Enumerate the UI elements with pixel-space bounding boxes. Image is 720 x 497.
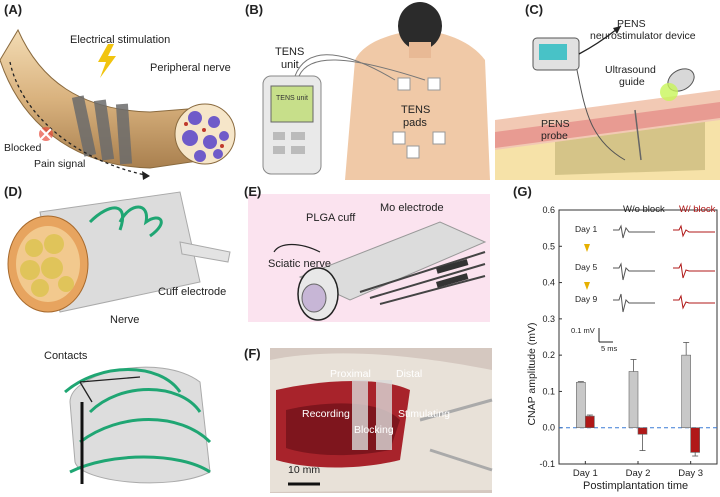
lightning-icon xyxy=(98,44,116,78)
label-proximal: Proximal xyxy=(330,368,371,380)
nerve-illustration xyxy=(0,28,236,180)
trace-wo-day9 xyxy=(613,293,655,313)
panel-label-d: (D) xyxy=(4,184,23,199)
trace-label-day9: Day 9 xyxy=(575,294,598,304)
panel-label-c: (C) xyxy=(525,2,544,17)
panel-d: (D) Cuff electrode Nerve Contacts xyxy=(0,182,240,497)
label-sciatic-nerve: Sciatic nerve xyxy=(268,258,331,270)
cuff-electrode-illustration xyxy=(7,191,231,484)
panel-label-e: (E) xyxy=(244,184,262,199)
label-pens-device-2: neurostimulator device xyxy=(590,30,696,42)
panel-label-a: (A) xyxy=(4,2,23,17)
label-tens-pads-1: TENS xyxy=(401,104,431,116)
panel-b: TENS unit (B) TENS unit TENS pads xyxy=(245,0,490,180)
trace-w-day9 xyxy=(673,294,715,310)
label-peripheral-nerve: Peripheral nerve xyxy=(150,62,231,74)
label-probe-2: probe xyxy=(541,130,568,142)
trace-w-day1 xyxy=(673,224,715,238)
label-scale-bar: 10 mm xyxy=(288,464,321,476)
label-recording: Recording xyxy=(302,408,350,420)
label-stimulating: Stimulating xyxy=(398,408,450,420)
bar-w-2 xyxy=(690,427,700,453)
panel-a: (A) Electrical stimulation Peripheral ne… xyxy=(0,0,240,180)
label-contacts: Contacts xyxy=(44,350,88,362)
label-nerve: Nerve xyxy=(110,314,140,326)
y-tick-label: -0.1 xyxy=(539,459,555,469)
label-tens-pads-2: pads xyxy=(403,117,427,129)
panel-label-f: (F) xyxy=(244,346,261,361)
panel-c: (C) PENS neurostimulator device Ultrasou… xyxy=(495,0,720,180)
panel-label-b: (B) xyxy=(245,2,264,17)
label-tens-unit-1: TENS xyxy=(275,46,305,58)
tens-illustration: TENS unit xyxy=(262,2,490,180)
trace-label-day5: Day 5 xyxy=(575,262,598,272)
label-ultrasound-2: guide xyxy=(619,76,645,88)
label-tens-unit-2: unit xyxy=(281,59,299,71)
scale-time: 5 ms xyxy=(601,344,618,353)
tens-screen-text: TENS unit xyxy=(276,95,308,102)
y-tick-label: 0.6 xyxy=(542,205,555,215)
plga-cuff-illustration xyxy=(248,194,490,322)
x-tick-label: Day 1 xyxy=(573,468,598,479)
bar-wo-1 xyxy=(628,371,639,429)
panel-e: (E) Mo electrode PLGA cuff Sciatic nerve xyxy=(240,182,495,337)
bar-w-0 xyxy=(585,415,595,429)
label-pain-signal: Pain signal xyxy=(34,158,86,170)
legend-w-block: W/ block xyxy=(679,204,716,215)
trace-wo-day5 xyxy=(613,262,655,281)
x-axis-label: Postimplantation time xyxy=(583,480,689,492)
label-distal: Distal xyxy=(396,368,423,380)
pens-illustration xyxy=(495,25,720,180)
label-mo-electrode: Mo electrode xyxy=(380,202,444,214)
x-tick-label: Day 3 xyxy=(678,468,703,479)
label-probe-1: PENS xyxy=(541,118,570,130)
trace-wo-day1 xyxy=(613,224,655,239)
trace-w-day5 xyxy=(673,262,715,279)
y-tick-label: 0.2 xyxy=(542,350,555,360)
label-pens-device-1: PENS xyxy=(617,18,646,30)
label-cuff-electrode: Cuff electrode xyxy=(158,286,227,298)
panel-label-g: (G) xyxy=(513,184,532,199)
y-axis-label: CNAP amplitude (mV) xyxy=(526,322,538,426)
y-tick-label: 0.5 xyxy=(542,241,555,251)
x-tick-label: Day 2 xyxy=(626,468,651,479)
y-tick-label: 0.1 xyxy=(542,386,555,396)
label-ultrasound-1: Ultrasound xyxy=(605,64,656,76)
bar-w-1 xyxy=(637,427,648,435)
panel-f: (F) Proximal Distal Recording Blocking S… xyxy=(240,340,495,497)
label-blocking: Blocking xyxy=(354,424,394,436)
legend-wo-block: W/o block xyxy=(623,204,665,215)
bar-wo-2 xyxy=(681,354,691,429)
label-electrical-stimulation: Electrical stimulation xyxy=(70,34,171,46)
surgical-photo xyxy=(270,348,493,493)
label-blocked: Blocked xyxy=(4,142,42,154)
y-tick-label: 0.0 xyxy=(542,423,555,433)
scale-voltage: 0.1 mV xyxy=(571,326,595,335)
label-plga-cuff: PLGA cuff xyxy=(306,212,356,224)
bar-wo-0 xyxy=(576,382,586,429)
y-tick-label: 0.4 xyxy=(542,278,555,288)
trace-label-day1: Day 1 xyxy=(575,224,598,234)
y-tick-label: 0.3 xyxy=(542,314,555,324)
